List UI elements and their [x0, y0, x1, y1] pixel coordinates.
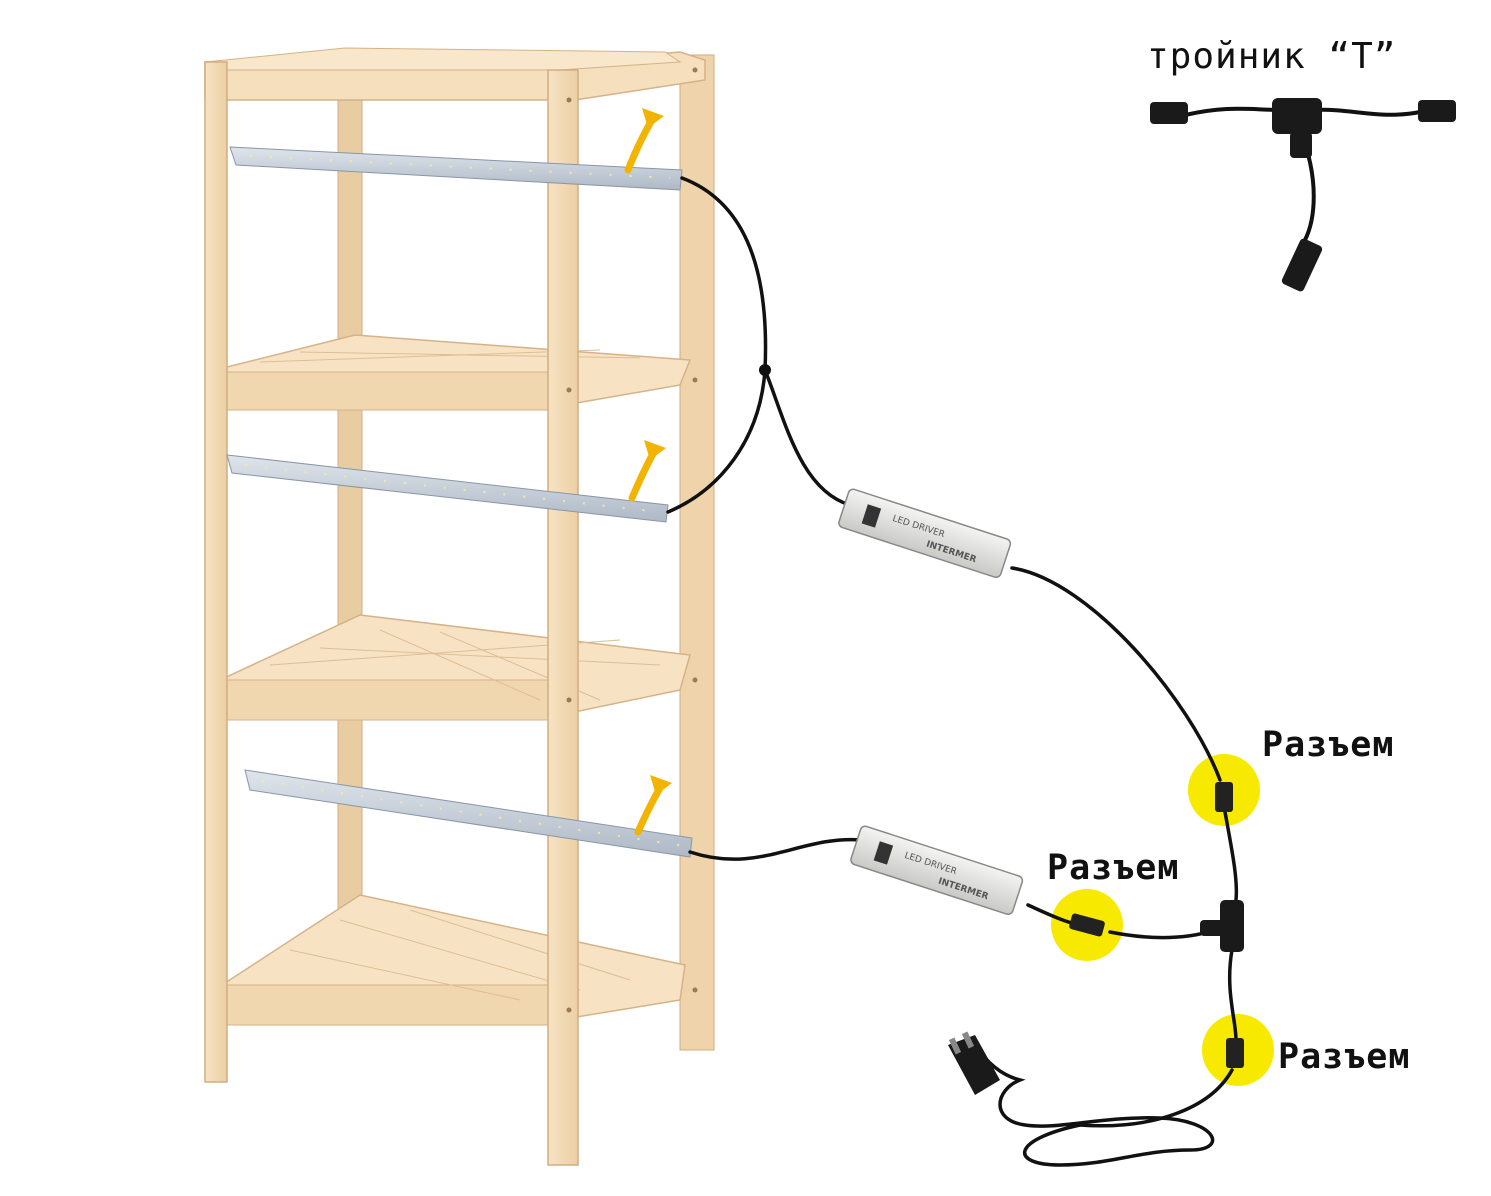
rotate-arrow-icon	[628, 440, 666, 502]
cables	[666, 176, 1239, 1167]
connector-label-3: Разъем	[1278, 1037, 1411, 1077]
tee-label: тройник “T”	[1147, 36, 1397, 77]
shelf-back-left-post	[337, 89, 363, 1021]
led-strip-middle	[226, 454, 669, 523]
shelf-front-left-post	[204, 61, 228, 1083]
shelf-front-right-post	[547, 69, 579, 1166]
led-strip-top	[229, 146, 683, 191]
cable-connector	[1215, 782, 1233, 812]
led-driver-2: LED DRIVER INTERMER	[850, 825, 1024, 916]
led-strip-bottom	[244, 769, 693, 858]
power-plug-icon	[948, 1031, 1000, 1095]
shelf-back-right-post	[679, 54, 715, 1051]
cable-connector	[1226, 1038, 1244, 1068]
shelf-board-2	[219, 614, 691, 721]
connector-label-2: Разъем	[1047, 848, 1180, 888]
rotate-arrow-icon	[634, 775, 672, 836]
shelf-board-1	[214, 334, 692, 411]
shelf-board-3	[221, 894, 686, 1026]
cable-connector	[1069, 913, 1105, 937]
connector-label-1: Разъем	[1262, 725, 1395, 765]
tee-splitter	[1200, 900, 1244, 952]
tee-connector-illustration	[1150, 98, 1456, 292]
led-driver-1: LED DRIVER INTERMER	[838, 488, 1012, 579]
wooden-shelf-unit	[204, 47, 715, 1166]
rotate-arrow-icon	[624, 108, 664, 174]
cable-junction	[759, 364, 771, 376]
